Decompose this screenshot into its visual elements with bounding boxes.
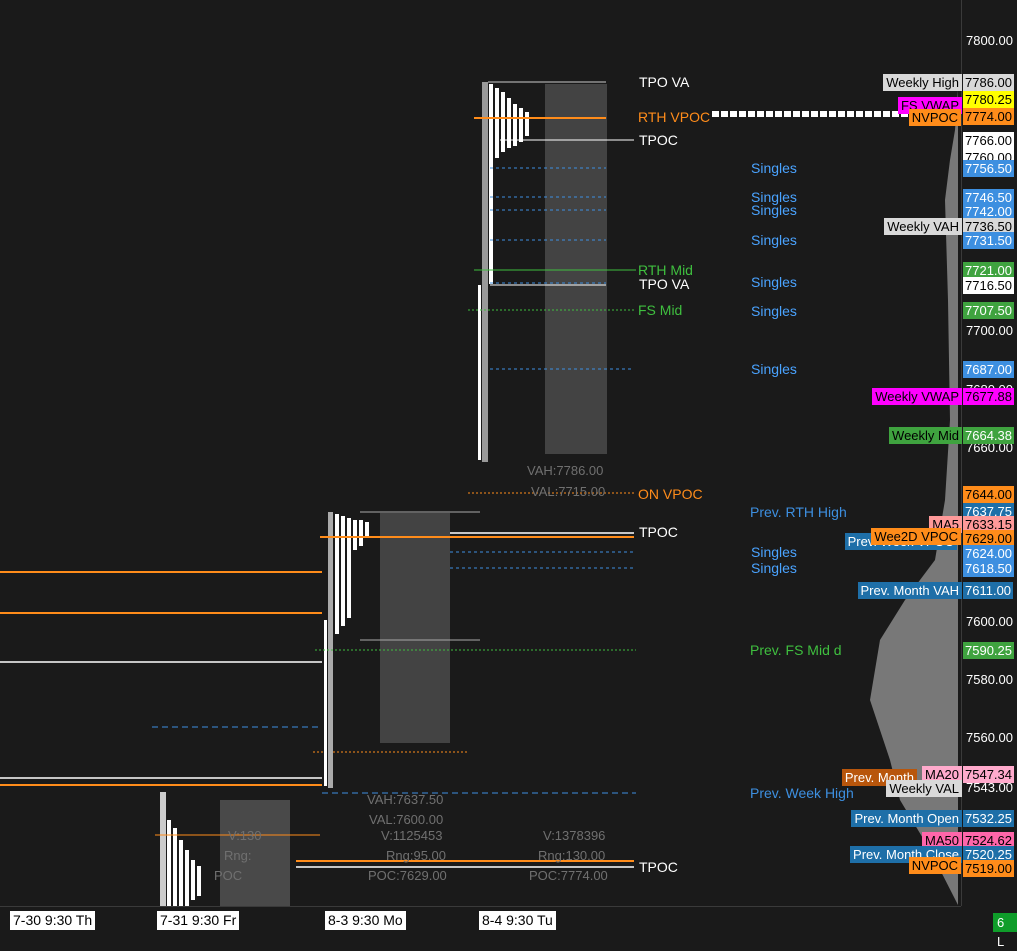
annotation-singles: Singles — [751, 189, 797, 205]
price-tag: 7611.00 — [963, 582, 1014, 599]
annotation-singles: Singles — [751, 232, 797, 248]
price-tag: 7780.25 — [963, 91, 1014, 108]
stat-range: Rng: — [224, 848, 252, 863]
price-tick: 7600.00 — [966, 614, 1013, 629]
price-tag: 7786.00 — [963, 74, 1014, 91]
price-tick: 7800.00 — [966, 33, 1013, 48]
price-tick: 7543.00 — [966, 780, 1013, 795]
stat-val: VAL:7600.00 — [369, 812, 444, 827]
annotation-prev-week-high: Prev. Week High — [750, 785, 854, 801]
annotation-singles: Singles — [751, 544, 797, 560]
annotation-singles: Singles — [751, 274, 797, 290]
price-tag: 7637.75 — [963, 503, 1014, 520]
level-label-prev-month-vah: Prev. Month VAH — [857, 582, 962, 599]
level-label-nvpoc: NVPOC — [908, 857, 961, 874]
level-label-weekly-high: Weekly High — [883, 74, 962, 91]
stat-poc: POC:7629.00 — [368, 868, 447, 883]
price-tick: 7560.00 — [966, 730, 1013, 745]
price-tag: 7731.50 — [963, 232, 1014, 249]
annotation-tpo-va: TPO VA — [639, 74, 690, 90]
price-tag: 7624.00 — [963, 545, 1014, 562]
level-label-nvpoc: NVPOC — [908, 109, 961, 126]
price-tag: 7532.25 — [963, 810, 1014, 827]
stat-poc: POC:7774.00 — [529, 868, 608, 883]
time-label: 7-30 9:30 Th — [10, 911, 96, 930]
price-tick: 7700.00 — [966, 323, 1013, 338]
weekly-volume-profile — [870, 90, 958, 905]
stat-range: Rng:130.00 — [538, 848, 606, 863]
price-tag: 7633.15 — [963, 516, 1014, 533]
profile-8-4 — [468, 81, 636, 494]
stat-volume: V:130 — [228, 828, 262, 843]
price-tag: 7766.00 — [963, 132, 1014, 149]
stat-range: Rng:95.00 — [386, 848, 446, 863]
price-tag: 7677.88 — [963, 388, 1014, 405]
level-label-weekly-mid: Weekly Mid — [889, 427, 962, 444]
price-tick: 7580.00 — [966, 672, 1013, 687]
price-tag: 7519.00 — [963, 860, 1014, 877]
price-tag: 7716.50 — [963, 277, 1014, 294]
stat-volume: V:1125453 — [381, 828, 443, 843]
annotation-fs-mid: FS Mid — [638, 302, 683, 318]
annotation-singles: Singles — [751, 361, 797, 377]
price-tag: 7774.00 — [963, 108, 1014, 125]
level-label-wee2d-vpoc: Wee2D VPOC — [871, 528, 961, 545]
annotation-singles: Singles — [751, 160, 797, 176]
price-tag: 7629.00 — [963, 530, 1014, 547]
level-label-weekly-val: Weekly VAL — [886, 780, 962, 797]
annotation-singles: Singles — [751, 202, 797, 218]
time-label: 8-4 9:30 Tu — [479, 911, 556, 930]
annotation-tpoc: TPOC — [639, 132, 678, 148]
stat-vah: VAH:7786.00 — [527, 463, 604, 478]
price-tag: 7547.34 — [963, 766, 1014, 783]
stat-volume: V:1378396 — [543, 828, 606, 843]
annotation-singles: Singles — [751, 560, 797, 576]
price-tag: 7524.62 — [963, 832, 1014, 849]
stat-val: VAL:7715.00 — [531, 484, 606, 499]
price-tag: 7644.00 — [963, 486, 1014, 503]
annotation-prev-rth-high: Prev. RTH High — [750, 504, 847, 520]
price-tag: 7520.25 — [963, 846, 1014, 863]
stat-vah: VAH:7637.50 — [367, 792, 444, 807]
stat-poc: POC — [214, 868, 243, 883]
price-tag: 7618.50 — [963, 560, 1014, 577]
time-label: 7-31 9:30 Fr — [157, 911, 240, 930]
price-tag: 7736.50 — [963, 218, 1014, 235]
level-label-ma50: MA50 — [922, 832, 962, 849]
price-tag: 7664.38 — [963, 427, 1014, 444]
profile-8-3 — [315, 511, 636, 788]
annotation-singles: Singles — [751, 303, 797, 319]
annotation-tpoc: TPOC — [639, 524, 678, 540]
level-label-weekly-vah: Weekly VAH — [884, 218, 962, 235]
annotation-tpo-va: TPO VA — [639, 276, 690, 292]
price-tag: 7746.50 — [963, 189, 1014, 206]
corner-badge[interactable]: 6 L — [993, 913, 1017, 949]
level-label-prev-month-open: Prev. Month Open — [851, 810, 962, 827]
time-label: 8-3 9:30 Mo — [325, 911, 406, 930]
level-label-weekly-vwap: Weekly VWAP — [872, 388, 962, 405]
annotation-rth-mid: RTH Mid — [638, 262, 693, 278]
price-tag: 7721.00 — [963, 262, 1014, 279]
price-tag: 7742.00 — [963, 203, 1014, 220]
annotation-tpoc: TPOC — [639, 859, 678, 875]
price-tag: 7707.50 — [963, 302, 1014, 319]
price-tag: 7756.50 — [963, 160, 1014, 177]
annotation-rth-vpoc: RTH VPOC — [638, 109, 711, 125]
annotation-on-vpoc: ON VPOC — [638, 486, 703, 502]
price-tag: 7687.00 — [963, 361, 1014, 378]
profile-7-31 — [155, 792, 320, 906]
annotation-prev-fs-mid: Prev. FS Mid d — [750, 642, 842, 658]
price-tag: 7590.25 — [963, 642, 1014, 659]
level-label-ma20: MA20 — [922, 766, 962, 783]
